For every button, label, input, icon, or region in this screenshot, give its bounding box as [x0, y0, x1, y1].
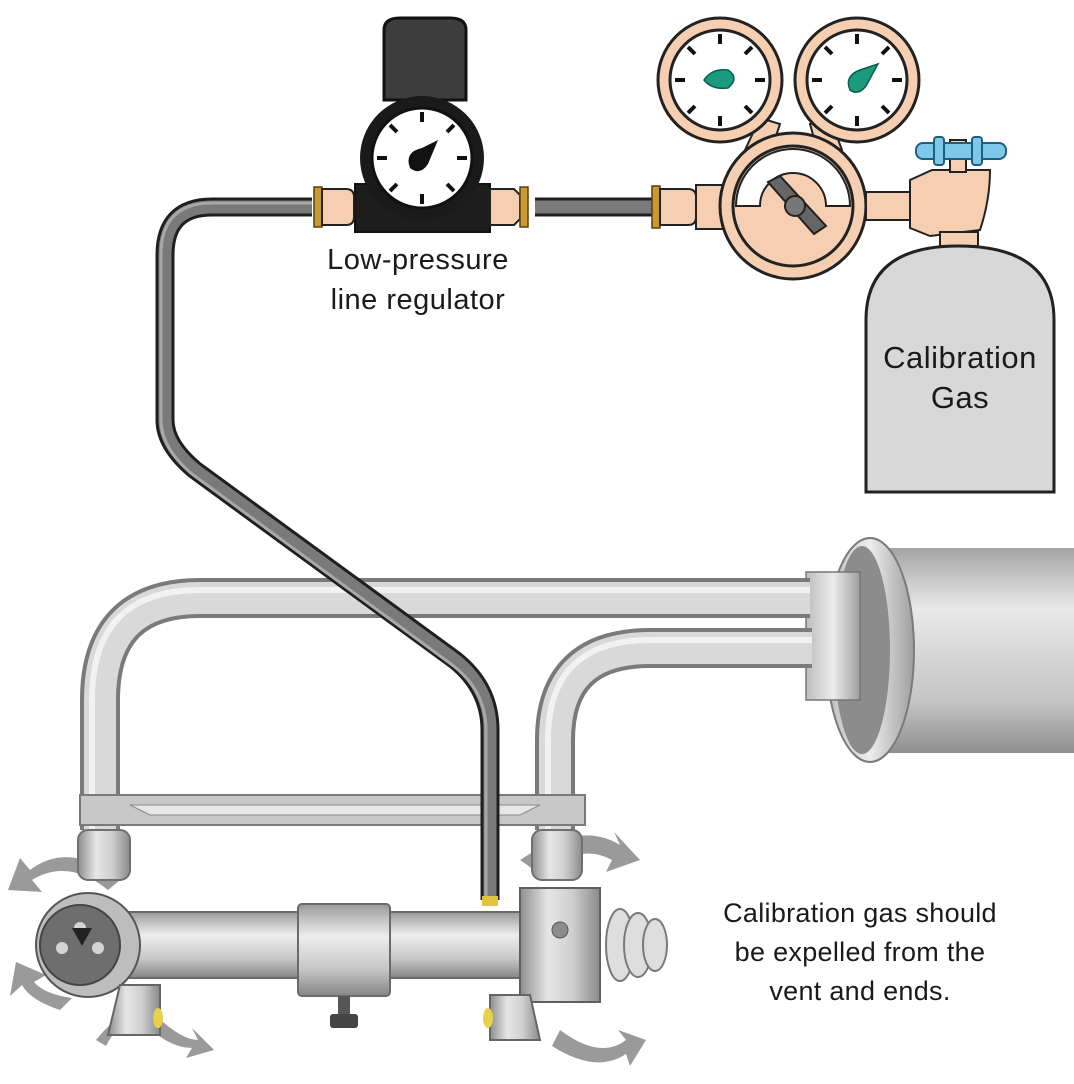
gauge-icon — [360, 96, 484, 220]
cylinder-regulator — [651, 16, 921, 281]
regulator-fitting-right — [489, 186, 529, 228]
note-line: Calibration gas should — [723, 898, 997, 928]
sample-tank — [805, 537, 1074, 763]
expel-note: Calibration gas should be expelled from … — [690, 894, 1030, 1011]
sample-pipes — [77, 578, 812, 881]
label-line: Calibration — [883, 340, 1037, 375]
adjust-handle-icon — [766, 174, 828, 236]
valve-handle-icon — [915, 136, 1007, 166]
arrow-icon — [552, 1030, 646, 1066]
cylinder-valve — [909, 136, 1007, 247]
note-line: vent and ends. — [769, 976, 951, 1006]
calibration-gas-label: Calibration Gas — [866, 338, 1054, 418]
gas-cylinder — [864, 244, 1056, 494]
gauge-icon — [656, 16, 784, 144]
line-regulator — [313, 16, 529, 233]
arrow-icon — [10, 962, 72, 1010]
regulator-fitting-left — [313, 186, 355, 228]
line-regulator-label: Low-pressure line regulator — [300, 240, 536, 320]
gauge-icon — [793, 16, 921, 144]
vent-fins — [605, 908, 668, 982]
label-line: Gas — [930, 380, 990, 415]
calibration-tubing — [155, 197, 655, 906]
probe-assembly — [35, 887, 668, 1041]
label-line: line regulator — [330, 284, 506, 316]
label-line: Low-pressure — [327, 244, 509, 276]
note-line: be expelled from the — [734, 937, 986, 967]
